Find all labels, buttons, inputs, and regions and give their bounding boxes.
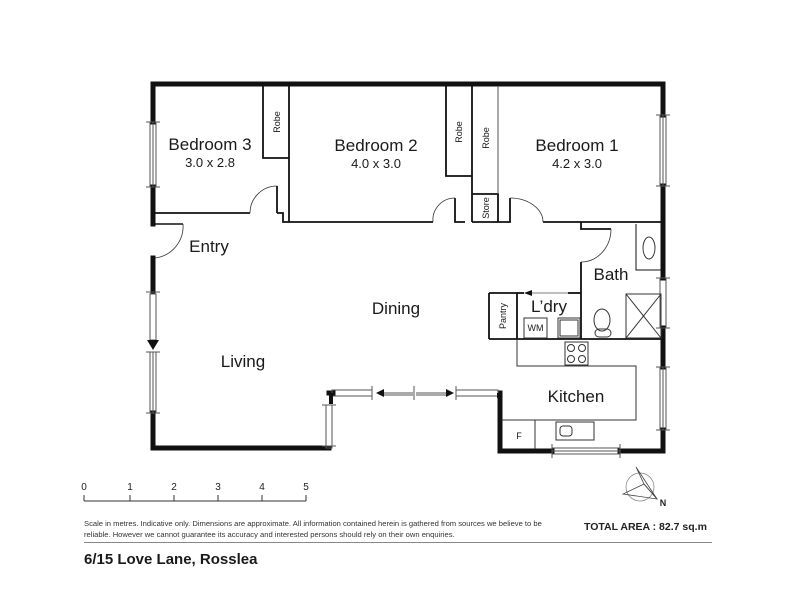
- slider-arrows: [147, 340, 454, 397]
- robe-label-bedroom2: Robe: [454, 121, 464, 143]
- scale-bar: [83, 495, 307, 502]
- room-label-bedroom3: Bedroom 3: [168, 135, 251, 154]
- scale-tick-5: 5: [303, 482, 309, 493]
- robe-label-bedroom1: Robe: [481, 127, 491, 149]
- room-dims-bedroom1: 4.2 x 3.0: [552, 156, 602, 171]
- room-dims-bedroom3: 3.0 x 2.8: [185, 155, 235, 170]
- room-label-bedroom1: Bedroom 1: [535, 136, 618, 155]
- room-label-kitchen: Kitchen: [548, 387, 605, 406]
- room-label-dining: Dining: [372, 299, 420, 318]
- property-address: 6/15 Love Lane, Rosslea: [84, 551, 258, 568]
- scale-tick-1: 1: [127, 482, 133, 493]
- washing-machine-label: WM: [528, 323, 544, 333]
- kitchen-benches: [502, 236, 662, 449]
- disclaimer-text: Scale in metres. Indicative only. Dimens…: [84, 519, 542, 539]
- room-label-bath: Bath: [594, 265, 629, 284]
- scale-tick-2: 2: [171, 482, 177, 493]
- total-area: TOTAL AREA : 82.7 sq.m: [584, 521, 707, 533]
- compass-icon: [621, 466, 659, 502]
- room-label-bedroom2: Bedroom 2: [334, 136, 417, 155]
- robe-label-bedroom3: Robe: [272, 111, 282, 133]
- laundry-slider: [524, 290, 568, 296]
- pantry-label: Pantry: [498, 302, 508, 329]
- store-label: Store: [481, 197, 491, 219]
- interior-walls: [155, 84, 663, 340]
- room-label-entry: Entry: [189, 237, 229, 256]
- door-swings: [153, 185, 612, 263]
- room-dims-bedroom2: 4.0 x 3.0: [351, 156, 401, 171]
- footer-divider: [84, 542, 712, 543]
- scale-tick-4: 4: [259, 482, 265, 493]
- fridge-label: F: [516, 431, 522, 441]
- scale-tick-0: 0: [81, 482, 87, 493]
- room-label-laundry: L’dry: [531, 297, 567, 316]
- room-label-living: Living: [221, 352, 265, 371]
- compass-north-label: N: [660, 498, 667, 508]
- scale-tick-3: 3: [215, 482, 221, 493]
